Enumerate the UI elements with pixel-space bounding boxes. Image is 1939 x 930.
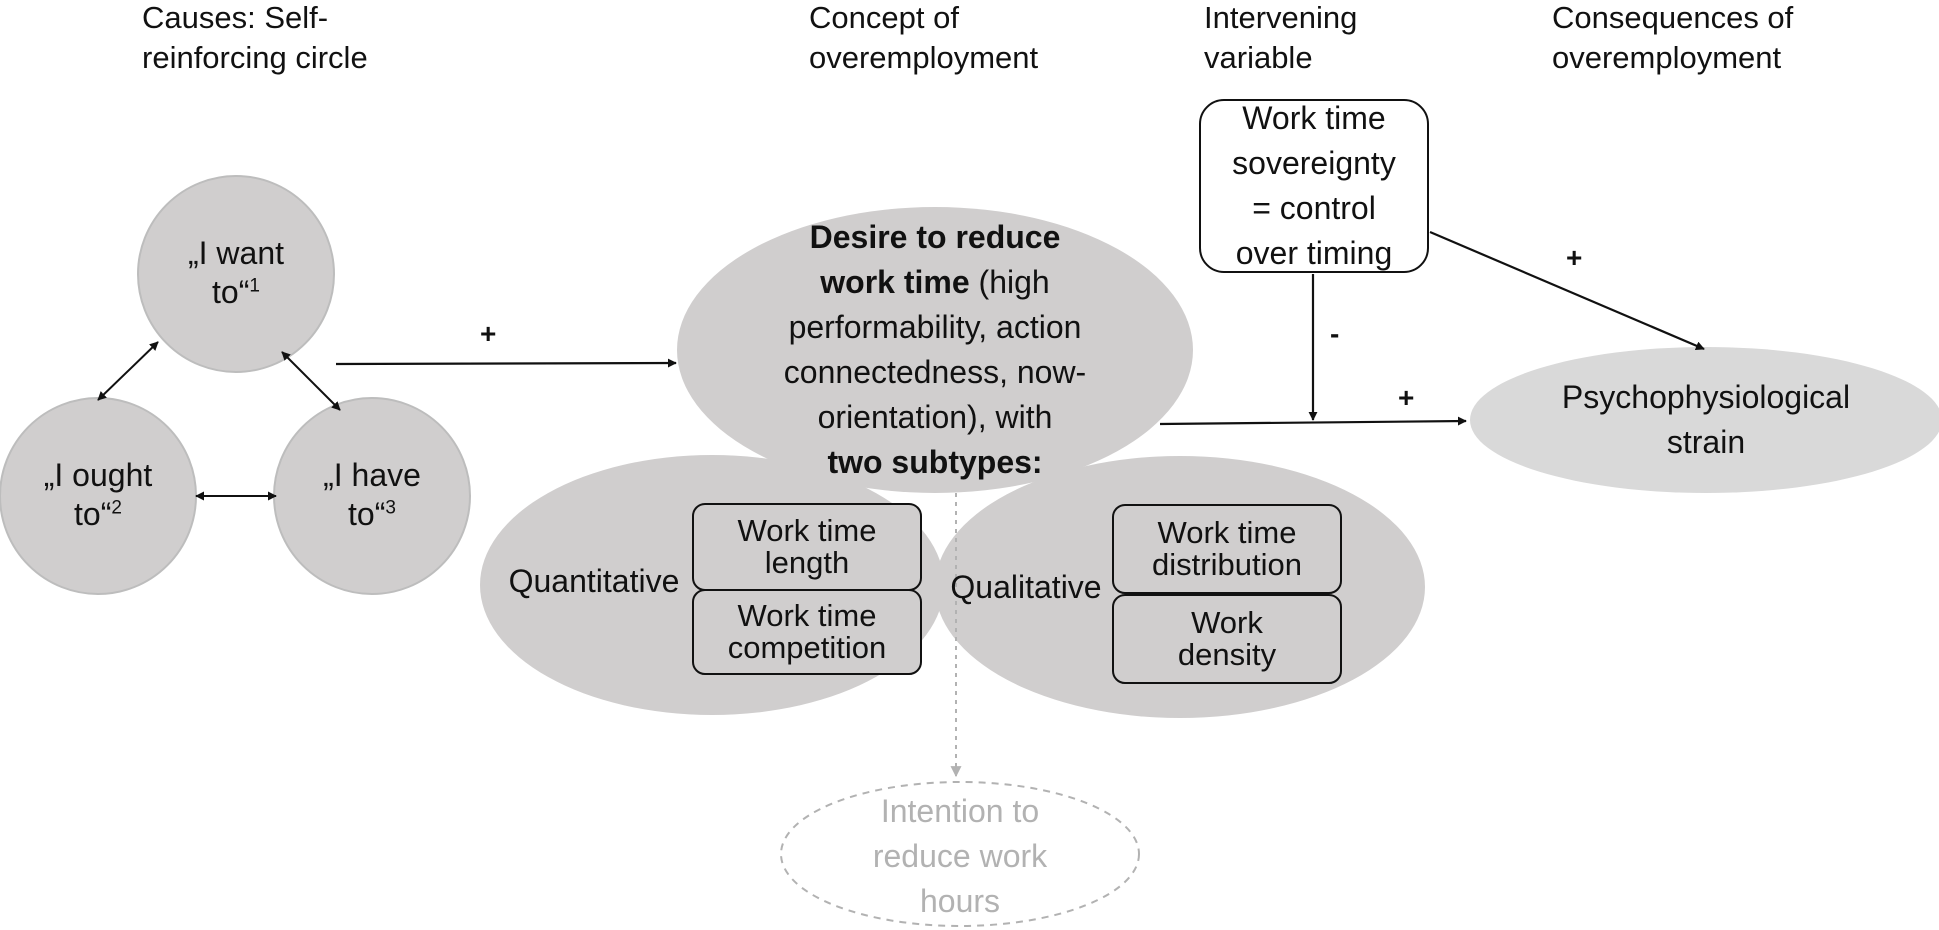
box-length-line2: length [764, 545, 850, 580]
header-concept-line1: Concept of [809, 0, 959, 35]
quantitative-label: Quantitative [508, 563, 680, 600]
sovereignty-line2: sovereignty [1232, 145, 1396, 181]
cause-want-label: „I want to“1 [150, 228, 322, 318]
sovereignty-box [1199, 99, 1429, 273]
concept-line2-bold: work time [820, 264, 970, 300]
cause-ought-to: to“ [74, 496, 112, 532]
box-length-label: Work time length [693, 504, 921, 590]
cause-ought-line1: „I ought [43, 456, 153, 493]
arrow-want-have [281, 351, 341, 411]
cause-have-line2: to“3 [348, 495, 396, 534]
cause-ought-label: „I ought to“2 [12, 450, 184, 540]
intention-line1: Intention to [880, 792, 1040, 829]
sovereignty-line1: Work time [1242, 100, 1386, 136]
cause-ought-line2: to“2 [74, 495, 122, 534]
box-distribution-line1: Work time [1157, 515, 1297, 550]
box-distribution [1112, 504, 1342, 594]
sign-sovereignty-plus: + [1566, 242, 1583, 273]
sign-concept-strain: + [1398, 382, 1415, 413]
sign-causes-concept: + [480, 318, 497, 349]
cause-have-line1: „I have [323, 456, 421, 493]
header-consequences: Consequences of overemployment [1552, 0, 1793, 79]
header-intervening: Intervening variable [1204, 0, 1357, 79]
sovereignty-label: Work time sovereignty = control over tim… [1200, 100, 1428, 272]
arrow-concept-strain [1159, 416, 1467, 426]
box-competition-label: Work time competition [693, 590, 921, 674]
concept-line1: Desire to reduce [809, 219, 1061, 255]
concept-text: Desire to reduce work time (high perform… [720, 214, 1150, 486]
arrow-causes-concept [335, 358, 677, 368]
concept-line2: work time (high [820, 260, 1049, 305]
sovereignty-line4: over timing [1235, 235, 1393, 271]
box-density-label: Work density [1113, 595, 1341, 683]
strain-label: Psychophysiological strain [1490, 374, 1922, 466]
cause-want-to: to“ [212, 274, 250, 310]
intention-line3: hours [919, 882, 1001, 919]
cause-have-sup: 3 [385, 497, 396, 519]
header-intervening-line2: variable [1204, 40, 1313, 76]
strain-line1: Psychophysiological [1561, 379, 1851, 415]
box-competition-line1: Work time [737, 598, 877, 633]
cause-want-line2: to“1 [212, 273, 260, 312]
concept-line6: two subtypes: [827, 444, 1043, 480]
sign-sovereignty-minus: - [1330, 318, 1340, 349]
header-concept: Concept of overemployment [809, 0, 1038, 79]
header-concept-line2: overemployment [809, 40, 1039, 76]
qualitative-label: Qualitative [950, 569, 1102, 606]
header-causes: Causes: Self- reinforcing circle [142, 0, 368, 79]
box-length-line1: Work time [737, 513, 877, 548]
header-consequences-line1: Consequences of [1552, 0, 1794, 35]
header-intervening-line1: Intervening [1204, 0, 1358, 35]
box-density-line2: density [1177, 637, 1277, 672]
concept-line4: connectedness, now- [783, 354, 1087, 390]
cause-want-sup: 1 [249, 275, 260, 297]
cause-want-line1: „I want [187, 234, 285, 271]
strain-line2: strain [1666, 424, 1746, 460]
intention-line2: reduce work [872, 837, 1048, 874]
cause-ought-sup: 2 [111, 497, 122, 519]
concept-line3: performability, action [788, 309, 1082, 345]
sovereignty-line3: = control [1252, 190, 1376, 226]
arrow-want-ought [97, 341, 159, 401]
box-density-line1: Work [1191, 605, 1263, 640]
concept-line5: orientation), with [817, 399, 1053, 435]
concept-ellipse [677, 207, 1193, 493]
box-competition-line2: competition [727, 630, 887, 665]
header-causes-line2: reinforcing circle [142, 40, 368, 76]
concept-line2-rest: (high [969, 264, 1050, 300]
circle-want [137, 175, 335, 373]
cause-have-to: to“ [348, 496, 386, 532]
strain-ellipse [1470, 347, 1939, 493]
arrow-sovereignty-strain [1429, 230, 1705, 351]
box-competition [692, 589, 922, 675]
intention-label: Intention to reduce work hours [800, 788, 1120, 924]
box-density [1112, 594, 1342, 684]
cause-have-label: „I have to“3 [286, 450, 458, 540]
box-distribution-line2: distribution [1152, 547, 1302, 582]
header-consequences-line2: overemployment [1552, 40, 1782, 76]
intention-ellipse [780, 781, 1140, 927]
box-distribution-label: Work time distribution [1113, 505, 1341, 593]
header-causes-line1: Causes: Self- [142, 0, 329, 35]
